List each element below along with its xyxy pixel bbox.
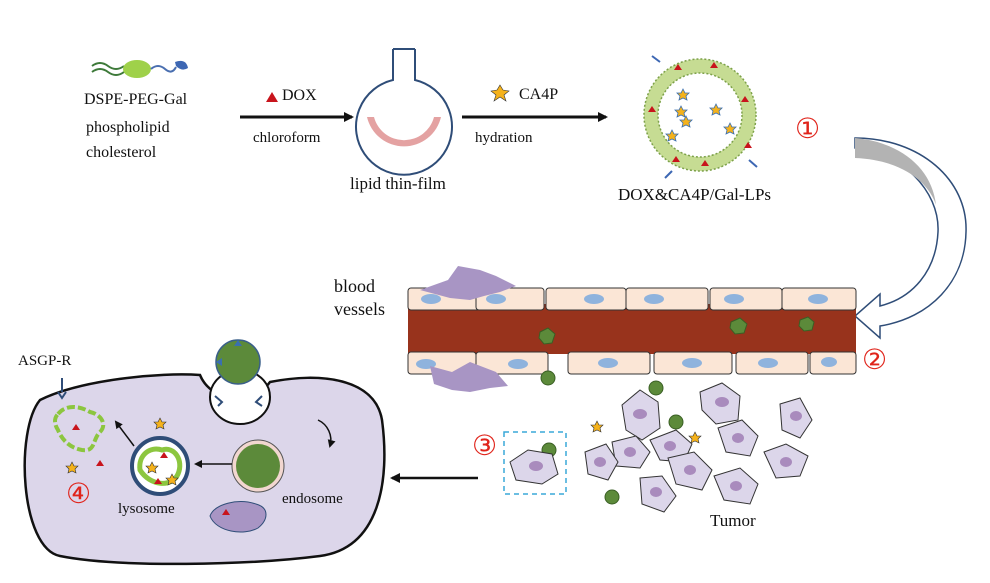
curved-arrow-shading	[855, 138, 936, 205]
cholesterol-label: cholesterol	[86, 144, 157, 161]
round-bottom-flask-icon	[355, 48, 453, 176]
asgp-r-receptor-icon	[214, 395, 224, 407]
step-marker-2: ②	[862, 343, 888, 376]
pericyte-top-icon	[420, 266, 516, 300]
dspe-peg-gal-label: DSPE-PEG-Gal	[84, 91, 188, 108]
endothelial-nuclei	[416, 294, 837, 369]
asgp-r-label: ASGP-R	[18, 353, 72, 369]
step-marker-1: ①	[795, 112, 821, 145]
step-marker-4: ④	[66, 477, 92, 510]
hydration-label: hydration	[475, 130, 533, 146]
pericyte-bottom-icon	[430, 362, 508, 392]
liposome-icon	[643, 55, 758, 179]
tumor-label: Tumor	[710, 511, 756, 530]
targeted-tumor-cell-nucleus	[529, 461, 543, 471]
ligand-icon	[216, 358, 222, 366]
endosome-label: endosome	[282, 491, 343, 507]
ca4p-star-icon	[490, 84, 510, 102]
blood-label: blood	[334, 276, 376, 296]
blood-vessel-lumen	[408, 304, 856, 354]
dox-in-lysosome-icon	[160, 452, 168, 458]
highlight-box	[503, 431, 567, 495]
bound-liposome-icon	[215, 339, 261, 385]
ca4p-star-tumor-icon	[688, 431, 702, 444]
ca4p-released-icon	[153, 417, 167, 430]
ca4p-released-icon	[65, 461, 79, 474]
ca4p-in-lysosome-icon	[165, 473, 179, 486]
dox-label: DOX	[282, 87, 317, 104]
dspe-peg-gal-molecule-icon	[91, 60, 188, 78]
ca4p-in-lysosome-icon	[145, 461, 159, 474]
hepatocyte-cell	[23, 373, 386, 566]
ca4p-star-tumor-icon	[590, 420, 604, 433]
chloroform-label: chloroform	[253, 130, 321, 146]
release-arrow	[114, 420, 135, 447]
dox-triangle-icon	[266, 92, 278, 102]
released-lipid-fragments-icon	[53, 405, 106, 453]
liposome-label: DOX&CA4P/Gal-LPs	[618, 185, 772, 204]
tumor-cells	[584, 382, 813, 513]
vessels-label: vessels	[334, 299, 385, 319]
asgp-r-receptor-icon	[254, 395, 263, 407]
asgp-r-receptor-icon	[57, 378, 67, 400]
liposome-particles	[538, 316, 815, 505]
flow-curved-arrow	[853, 137, 967, 340]
endosome-liposome-icon	[236, 444, 280, 488]
ca4p-label: CA4P	[519, 86, 559, 103]
lipid-film-label: lipid thin-film	[350, 174, 446, 193]
phospholipid-label: phospholipid	[86, 119, 170, 136]
cell-nucleus-icon	[209, 501, 267, 533]
trafficking-arrow	[317, 419, 336, 448]
ligand-icon	[234, 340, 242, 346]
dox-in-lysosome-icon	[154, 478, 162, 484]
lysosome-label: lysosome	[118, 501, 175, 517]
step-marker-3: ③	[472, 429, 498, 462]
tumor-cell-nuclei	[594, 397, 802, 497]
dox-released-icon	[72, 424, 80, 430]
dox-released-icon	[96, 460, 104, 466]
dox-in-nucleus-icon	[222, 509, 230, 515]
